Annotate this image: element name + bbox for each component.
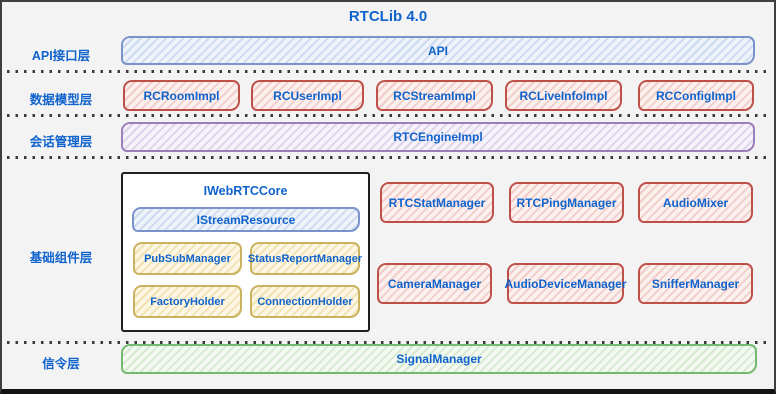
- box-cameramanager: CameraManager: [377, 263, 492, 304]
- box-rcconfigimpl: RCConfigImpl: [638, 80, 754, 111]
- layer-label-session: 会话管理层: [29, 135, 93, 149]
- box-sniffermanager: SnifferManager: [638, 263, 753, 304]
- separator-line-1: [7, 70, 769, 73]
- box-iwebrtccore: IWebRTCCore IStreamResource PubSubManage…: [121, 172, 370, 332]
- box-istreamresource: IStreamResource: [132, 207, 360, 232]
- box-rcroomimpl: RCRoomImpl: [123, 80, 240, 111]
- box-signalmanager: SignalManager: [121, 344, 757, 374]
- box-rcstreamimpl: RCStreamImpl: [376, 80, 493, 111]
- layer-label-api: API接口层: [31, 49, 91, 63]
- box-factoryholder: FactoryHolder: [133, 285, 242, 318]
- box-rtcpingmanager: RTCPingManager: [509, 182, 624, 223]
- layer-label-signal: 信令层: [42, 357, 80, 371]
- box-rtcstatmanager: RTCStatManager: [380, 182, 494, 223]
- layer-label-base: 基础组件层: [29, 251, 93, 265]
- layer-label-data-model: 数据模型层: [29, 93, 93, 107]
- box-statusreportmanager: StatusReportManager: [248, 242, 362, 275]
- separator-line-3: [7, 156, 769, 159]
- box-rcliveinfoimpl: RCLiveInfoImpl: [505, 80, 622, 111]
- separator-line-4: [7, 341, 769, 344]
- box-connectionholder: ConnectionHolder: [250, 285, 360, 318]
- architecture-diagram: RTCLib 4.0 API接口层 数据模型层 会话管理层 基础组件层 信令层 …: [0, 0, 776, 394]
- diagram-title: RTCLib 4.0: [348, 8, 428, 25]
- box-api: API: [121, 36, 755, 65]
- box-pubsubmanager: PubSubManager: [133, 242, 242, 275]
- box-audiodevicemanager: AudioDeviceManager: [504, 263, 627, 304]
- separator-line-2: [7, 114, 769, 117]
- box-rtcengineimpl: RTCEngineImpl: [121, 122, 755, 152]
- box-rcuserimpl: RCUserImpl: [251, 80, 364, 111]
- iwebrtccore-title: IWebRTCCore: [203, 184, 288, 198]
- box-audiomixer: AudioMixer: [638, 182, 753, 223]
